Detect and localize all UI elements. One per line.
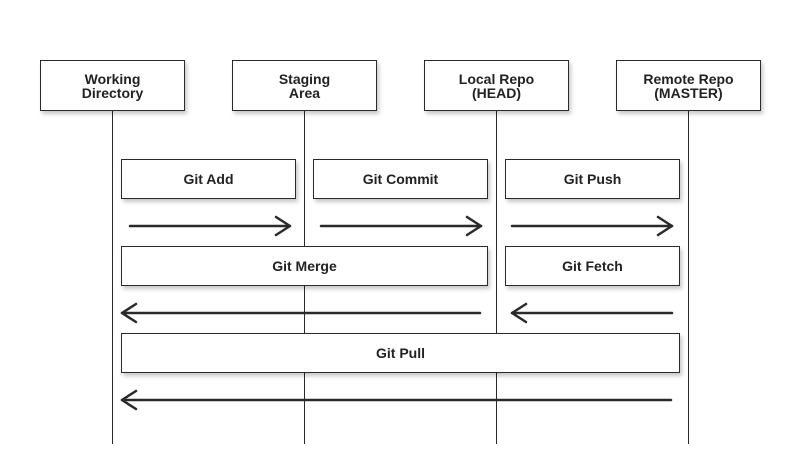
participant-remote-repo: Remote Repo (MASTER) <box>616 60 761 111</box>
git-merge-box: Git Merge <box>121 246 488 286</box>
arrow-git-fetch <box>510 302 674 324</box>
lifeline-remote-repo <box>688 111 689 444</box>
git-merge-label: Git Merge <box>272 258 337 274</box>
participant-label: Working Directory <box>81 70 144 101</box>
git-pull-box: Git Pull <box>121 333 680 373</box>
git-add-box: Git Add <box>121 159 296 199</box>
git-pull-label: Git Pull <box>376 345 425 361</box>
git-push-box: Git Push <box>505 159 680 199</box>
participant-label: Local Repo (HEAD) <box>458 70 535 101</box>
participant-local-repo: Local Repo (HEAD) <box>424 60 569 111</box>
git-commit-label: Git Commit <box>362 171 439 187</box>
participant-label: Remote Repo (MASTER) <box>643 70 734 101</box>
participant-label: Staging Area <box>278 70 331 101</box>
arrow-git-pull <box>120 389 673 411</box>
git-commit-box: Git Commit <box>313 159 488 199</box>
participant-working-directory: Working Directory <box>40 60 185 111</box>
arrow-git-merge <box>120 302 482 324</box>
lifeline-working-directory <box>112 111 113 444</box>
git-add-label: Git Add <box>183 171 234 187</box>
arrow-git-commit <box>319 215 483 237</box>
git-push-label: Git Push <box>563 171 622 187</box>
git-fetch-box: Git Fetch <box>505 246 680 286</box>
arrow-git-push <box>510 215 674 237</box>
lifeline-local-repo <box>496 111 497 444</box>
git-fetch-label: Git Fetch <box>562 258 623 274</box>
participant-staging-area: Staging Area <box>232 60 377 111</box>
arrow-git-add <box>128 215 292 237</box>
